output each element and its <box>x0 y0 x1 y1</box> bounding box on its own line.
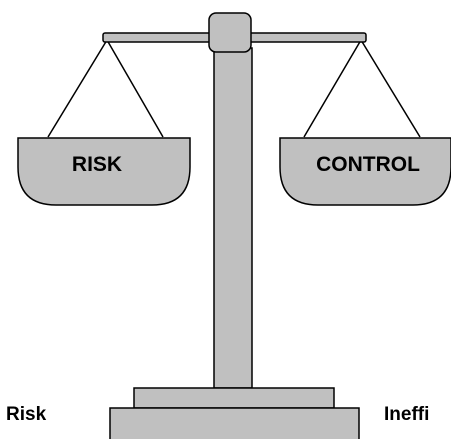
left-string-inner <box>106 39 164 138</box>
right-string-outer <box>360 39 421 138</box>
left-string-outer <box>47 39 108 138</box>
right-string-inner <box>303 39 362 138</box>
bottom-left-label: Risk <box>6 404 47 425</box>
right-pan <box>279 137 451 206</box>
scale-top-knob <box>208 12 252 53</box>
scale-pillar <box>213 47 253 389</box>
bottom-right-label: Ineffi <box>384 404 429 425</box>
left-pan-strings <box>47 39 164 138</box>
right-pan-label: CONTROL <box>316 153 420 176</box>
scale-base-upper-step <box>133 387 335 409</box>
right-pan-strings <box>303 39 421 138</box>
left-pan <box>17 137 191 206</box>
scale-base-lower-step <box>109 407 360 439</box>
left-pan-label: RISK <box>72 153 122 176</box>
